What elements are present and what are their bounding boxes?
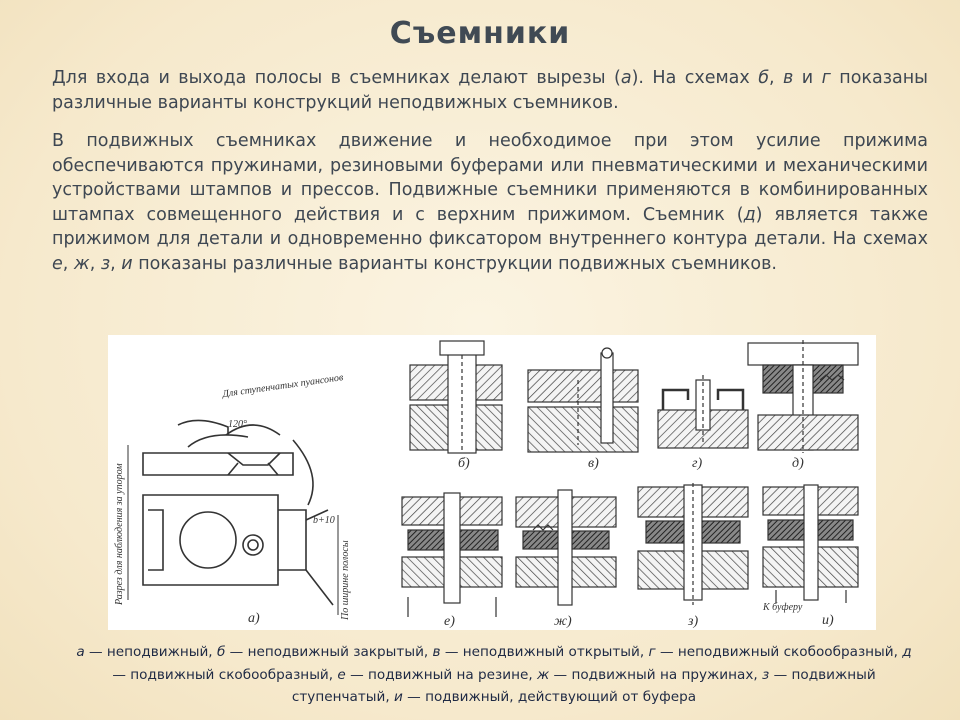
annotation-angle: 120°	[228, 419, 247, 430]
caption-text-i: — подвижный, действующий от буфера	[402, 689, 697, 705]
annotation-chamfer: Для ступенчатых пуансонов	[221, 372, 345, 400]
p1-text-1: Для входа и выхода полосы в съемниках де…	[52, 68, 621, 88]
caption-text-g: — неподвижный скобообразный,	[655, 644, 903, 660]
label-z: з)	[687, 614, 698, 629]
p1-text-3: ,	[769, 68, 784, 88]
annotation-buffer: К буферу	[762, 602, 803, 613]
caption-text-e: — подвижный на резине,	[345, 666, 537, 683]
caption-key-e: е	[337, 666, 346, 683]
label-i: и)	[822, 613, 834, 628]
annotation-gap: b+10	[313, 515, 335, 526]
p1-text-2: ). На схемах	[631, 68, 759, 88]
p2-text-3: ,	[62, 253, 74, 274]
p2-ref-e: е	[52, 253, 63, 274]
p2-text-6: показаны различные варианты конструкции …	[132, 253, 777, 274]
p2-text-4: ,	[89, 253, 101, 274]
schematic-g	[657, 375, 749, 449]
label-d: д)	[792, 456, 804, 471]
caption-key-z: з	[762, 666, 770, 683]
label-b: б)	[458, 456, 470, 471]
p2-text-5: ,	[110, 253, 122, 274]
p1-ref-a: а	[620, 68, 632, 88]
caption-key-b: б	[216, 644, 226, 660]
stripper-schematics-figure: Для ступенчатых пуансонов 120° b+10 Разр…	[108, 335, 876, 630]
schematic-v	[527, 347, 639, 453]
slide-title: Съемники	[389, 16, 571, 51]
label-a: а)	[248, 611, 260, 626]
p1-ref-v: в	[783, 68, 794, 88]
p2-text-2: ) является также прижимом для детали и о…	[52, 204, 928, 250]
caption-text-a: — неподвижный,	[84, 644, 217, 660]
caption-text-b: — неподвижный закрытый,	[225, 644, 433, 660]
p2-ref-i: и	[121, 253, 133, 274]
schematic-i	[762, 484, 859, 603]
annotation-strip-width: По ширине полосы	[340, 540, 351, 621]
caption-key-a: а	[76, 644, 85, 660]
p2-text-1: В подвижных съемниках движение и необход…	[52, 131, 928, 225]
paragraph-fixed-strippers: Для входа и выхода полосы в съемниках де…	[52, 66, 928, 115]
caption-key-g: г	[648, 644, 656, 660]
p1-ref-b: б	[758, 68, 770, 88]
label-e: е)	[444, 614, 455, 629]
schematic-b	[409, 340, 503, 454]
caption-text-z: — подвижный ступенчатый,	[291, 666, 876, 706]
annotation-observe: Разрез для наблюдения за упором	[114, 463, 125, 606]
caption-key-zh: ж	[536, 666, 550, 683]
paragraph-movable-strippers: В подвижных съемниках движение и необход…	[52, 129, 928, 277]
caption-text-zh: — подвижный на пружинах,	[549, 666, 763, 683]
schematic-a	[127, 419, 339, 615]
caption-key-i: и	[393, 689, 403, 705]
p1-text-5: показаны различные варианты конструкций …	[52, 68, 929, 113]
schematic-d	[747, 340, 859, 453]
p2-ref-z: з	[100, 253, 111, 274]
caption-key-v: в	[432, 644, 441, 660]
schematic-zh	[515, 489, 617, 606]
p2-ref-zh: ж	[73, 253, 90, 274]
caption-text-d: — подвижный скобообразный,	[112, 666, 338, 683]
figure-caption: а — неподвижный, б — неподвижный закрыты…	[72, 641, 916, 709]
label-zh: ж)	[554, 614, 572, 629]
label-v: в)	[588, 456, 599, 471]
caption-key-d: д	[902, 644, 912, 660]
schematic-e	[401, 492, 503, 617]
schematic-z	[637, 483, 749, 605]
p1-ref-g: г	[821, 68, 831, 88]
caption-text-v: — неподвижный открытый,	[440, 644, 649, 660]
p2-ref-d: д	[743, 204, 756, 225]
p1-text-4: и	[793, 68, 822, 88]
label-g: г)	[692, 456, 702, 471]
